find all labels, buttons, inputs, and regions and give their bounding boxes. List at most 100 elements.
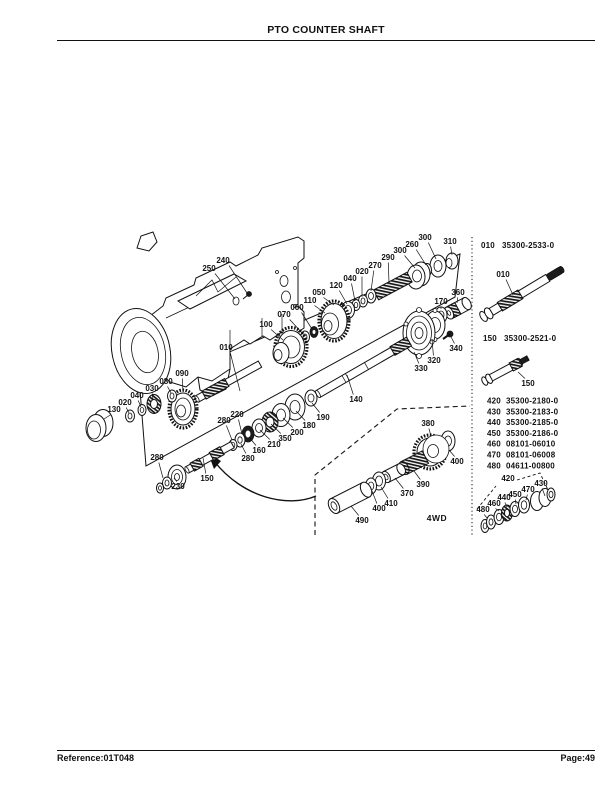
callout-480: 480 — [476, 505, 490, 514]
main-callouts: 2402501300200400300800900101000700601100… — [103, 233, 465, 491]
leader-line-110 — [314, 305, 326, 314]
part-number-470: 08101-06008 — [506, 451, 556, 460]
callout-400: 400 — [372, 504, 386, 513]
cap-310 — [445, 252, 459, 270]
callout-180: 180 — [302, 421, 316, 430]
leader-line-130 — [103, 414, 112, 420]
callout-100: 100 — [259, 320, 273, 329]
callout-280: 280 — [217, 416, 231, 425]
leader-line-080 — [167, 386, 172, 394]
gear-case-housing — [110, 231, 305, 397]
callout-020: 020 — [355, 267, 369, 276]
leader-line-400 — [371, 490, 378, 504]
part-number-420: 35300-2180-0 — [506, 397, 559, 406]
callout-360: 360 — [451, 288, 465, 297]
mini-assembly-420-group — [476, 472, 556, 533]
leader-line-460 — [495, 508, 500, 512]
leader-line-270 — [370, 270, 375, 292]
bearing-case-330 — [402, 307, 436, 359]
splined-section-290 — [372, 271, 413, 301]
ring-270 — [365, 288, 377, 304]
callout-130: 130 — [107, 405, 121, 414]
leader-line-190 — [311, 402, 320, 413]
leader-line-010 — [505, 279, 514, 296]
leader-line-290 — [387, 262, 390, 284]
bearing-300-right — [429, 254, 447, 278]
callout-340: 340 — [449, 344, 463, 353]
ring-190 — [304, 389, 318, 407]
callout-230: 230 — [171, 482, 185, 491]
upper-shaft-assembly — [85, 252, 459, 442]
leader-line-140 — [346, 374, 354, 395]
callout-070: 070 — [277, 310, 291, 319]
callout-320: 320 — [427, 356, 441, 365]
leader-line-390 — [413, 470, 421, 480]
leader-line-010 — [229, 352, 241, 392]
counter-shaft-150 — [184, 441, 235, 474]
leader-line-360 — [456, 297, 459, 304]
leader-line-150 — [517, 371, 526, 379]
leader-line-040 — [351, 283, 356, 302]
callout-240: 240 — [216, 256, 230, 265]
callout-150: 150 — [521, 379, 535, 388]
callout-020: 020 — [118, 398, 132, 407]
callout-160: 160 — [252, 446, 266, 455]
leader-line-300 — [404, 255, 416, 269]
part-ref-440: 440 — [487, 418, 501, 427]
leader-line-450 — [514, 499, 517, 505]
part-ref-470: 470 — [487, 451, 501, 460]
callout-430: 430 — [534, 479, 548, 488]
gear-100 — [272, 325, 309, 369]
leader-line-470 — [525, 494, 528, 501]
leader-line-400 — [448, 449, 455, 457]
bearing-030 — [146, 394, 162, 414]
featured-ref-150: 150 — [483, 334, 497, 343]
part-number-480: 04611-00800 — [506, 461, 555, 470]
ring-220 — [234, 432, 246, 448]
featured-shaft-150-drawing — [481, 355, 530, 386]
leader-line-180 — [295, 410, 306, 421]
housing-top-opening — [176, 273, 248, 310]
ring-020-left — [125, 409, 135, 423]
callout-370: 370 — [400, 489, 414, 498]
callout-080: 080 — [159, 377, 173, 386]
collar-060 — [309, 326, 319, 338]
leader-line-280 — [226, 425, 233, 441]
inset-4wd: 4WD — [314, 405, 471, 535]
page-title: PTO COUNTER SHAFT — [267, 24, 385, 36]
rings-280-left — [156, 476, 172, 494]
leader-line-260 — [415, 249, 427, 266]
callout-410: 410 — [384, 499, 398, 508]
callout-060: 060 — [290, 303, 304, 312]
part-number-440: 35300-2185-0 — [506, 418, 559, 427]
callout-400: 400 — [450, 457, 464, 466]
callout-110: 110 — [304, 296, 317, 305]
part-number-430: 35300-2183-0 — [506, 407, 559, 416]
leader-line-490 — [350, 505, 359, 516]
callout-140: 140 — [349, 395, 363, 404]
sleeve-490 — [327, 481, 373, 514]
callout-170: 170 — [434, 297, 448, 306]
part-ref-480: 480 — [487, 461, 501, 470]
counter-shaft-010 — [194, 360, 263, 403]
bearing-300-left — [406, 261, 431, 290]
leader-line-240 — [228, 265, 248, 294]
gear-110 — [317, 299, 351, 343]
callout-380: 380 — [421, 419, 435, 428]
callout-270: 270 — [368, 261, 382, 270]
housing-bell-opening — [110, 308, 172, 394]
footer-page: Page:49 — [560, 753, 595, 763]
callout-090: 090 — [175, 369, 189, 378]
callout-150: 150 — [200, 474, 214, 483]
featured-shaft-010-drawing — [479, 266, 565, 322]
leader-line-120 — [338, 290, 348, 305]
callout-030: 030 — [145, 384, 159, 393]
leader-line-370 — [394, 477, 404, 489]
inset-4wd-label: 4WD — [427, 513, 447, 523]
lower-shaft-assembly — [156, 297, 472, 494]
part-ref-460: 460 — [487, 440, 501, 449]
leader-line-200 — [282, 417, 294, 428]
